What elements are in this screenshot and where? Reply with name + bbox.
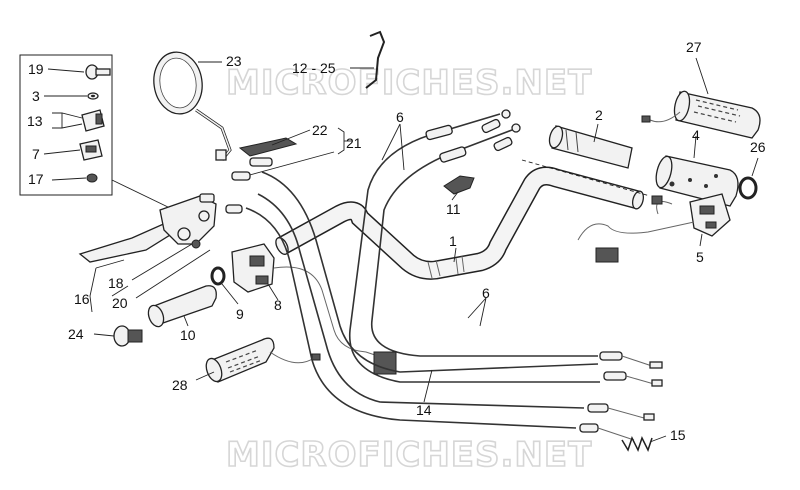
clip-12-25: [365, 30, 386, 89]
leader-18: [131, 243, 193, 281]
leader-14: [423, 369, 433, 403]
detail-box: [19, 54, 113, 196]
callout-16: 16: [74, 291, 90, 307]
leader-27: [695, 57, 709, 95]
bolt-19: [85, 64, 111, 80]
callout-4: 4: [692, 127, 700, 143]
callout-19: 19: [28, 61, 44, 77]
callout-28: 28: [172, 377, 188, 393]
cable-end-upper: [225, 157, 273, 214]
callout-27: 27: [686, 39, 702, 55]
lower-cables: [245, 171, 663, 441]
leader-15: [649, 435, 667, 443]
callout-5: 5: [696, 249, 704, 265]
ring-26: [738, 176, 758, 200]
callout-11: 11: [446, 201, 461, 217]
leader-20: [135, 249, 211, 299]
clip-11: [443, 175, 475, 195]
handlebar: [275, 166, 645, 280]
switch-harness: [273, 266, 385, 359]
leader-17: [51, 177, 87, 181]
callout-21: 21: [346, 135, 362, 151]
leader-9: [221, 283, 239, 305]
callout-2: 2: [595, 107, 603, 123]
clamp-13: [81, 109, 105, 132]
callout-20: 20: [112, 295, 128, 311]
spring-15: [621, 436, 653, 452]
bracket-21: [337, 127, 345, 155]
grip-right: [655, 155, 739, 207]
callout-23: 23: [226, 53, 242, 69]
clutch-lever: [78, 193, 217, 263]
callout-1: 1: [449, 233, 457, 249]
leader-13: [52, 112, 83, 129]
grip-heated-left: [205, 337, 321, 383]
leader-5: [699, 233, 703, 247]
leader-1: [453, 247, 457, 263]
callout-7: 7: [32, 146, 40, 162]
callout-26: 26: [750, 139, 766, 155]
grip-heated: [641, 90, 761, 139]
callout-9: 9: [236, 306, 244, 322]
callout-15: 15: [670, 427, 686, 443]
callout-10: 10: [180, 327, 196, 343]
switch-right: [577, 193, 731, 263]
watermark-top: MICROFICHES.NET: [226, 63, 592, 103]
leader-6a: [381, 123, 405, 171]
leader-21: [245, 151, 335, 177]
leader-10: [183, 315, 189, 327]
bracket-22: [238, 137, 298, 157]
leader-22: [271, 129, 311, 146]
leader-26: [751, 157, 759, 177]
switch-left: [231, 243, 275, 293]
leader-4: [693, 135, 697, 159]
callout-3: 3: [32, 88, 40, 104]
connector-left: [373, 351, 397, 375]
mirror: [153, 51, 232, 161]
leader-24: [93, 333, 115, 337]
leader-11: [451, 191, 459, 201]
grip-left: [147, 285, 217, 328]
watermark-bottom: MICROFICHES.NET: [226, 435, 592, 475]
nut-17: [86, 173, 98, 183]
bar-end-24: [113, 325, 143, 347]
leader-6b: [467, 297, 487, 327]
callout-6b: 6: [482, 285, 490, 301]
throttle-tube: [548, 125, 633, 169]
leader-box: [111, 179, 171, 209]
washer-3: [87, 92, 99, 100]
callout-18: 18: [108, 275, 124, 291]
callout-22: 22: [312, 122, 328, 138]
leader-28: [195, 371, 215, 381]
leader-8: [267, 283, 279, 301]
callout-14: 14: [416, 402, 432, 418]
callout-13: 13: [27, 113, 43, 129]
callout-12-25: 12 - 25: [292, 60, 336, 76]
callout-6a: 6: [396, 109, 404, 125]
leader-2: [593, 123, 599, 143]
leader-16: [89, 259, 129, 313]
leader-19: [47, 68, 85, 73]
leader-7: [43, 149, 81, 155]
callout-8: 8: [274, 297, 282, 313]
washer-9: [210, 266, 226, 286]
callout-17: 17: [28, 171, 44, 187]
callout-24: 24: [68, 326, 84, 342]
clamp-7: [79, 139, 103, 161]
